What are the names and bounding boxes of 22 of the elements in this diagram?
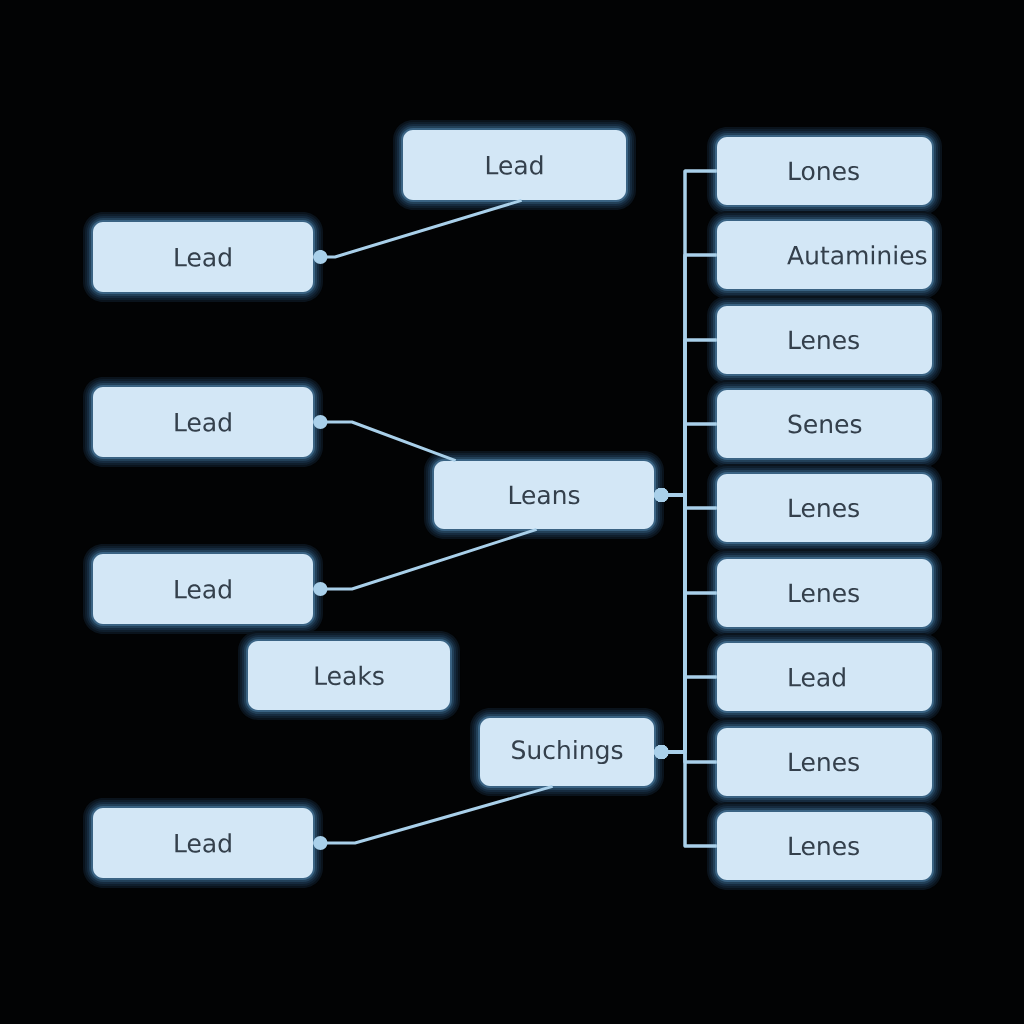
connector	[313, 528, 538, 596]
connector	[313, 415, 457, 462]
process-box: Lead	[393, 120, 636, 210]
process-box: Suchings	[470, 708, 664, 796]
item-box: Lenes	[707, 464, 942, 552]
item-box: Lones	[707, 127, 942, 215]
process-box: Lead	[83, 798, 323, 888]
item-box: Lenes	[707, 296, 942, 384]
process-box: Lead	[83, 377, 323, 467]
process-box: Leaks	[238, 631, 460, 720]
connector	[313, 198, 523, 264]
item-box: Lead	[707, 633, 942, 721]
item-box: Senes	[707, 380, 942, 468]
process-box: Leans	[424, 451, 664, 539]
item-box: Lenes	[707, 549, 942, 637]
process-box: Lead	[83, 544, 323, 634]
process-box: Lead	[83, 212, 323, 302]
connector	[654, 745, 717, 848]
item-box: Lenes	[707, 802, 942, 890]
item-box: Autaminies	[707, 211, 942, 299]
item-box: Lenes	[707, 718, 942, 806]
connector	[313, 784, 553, 850]
